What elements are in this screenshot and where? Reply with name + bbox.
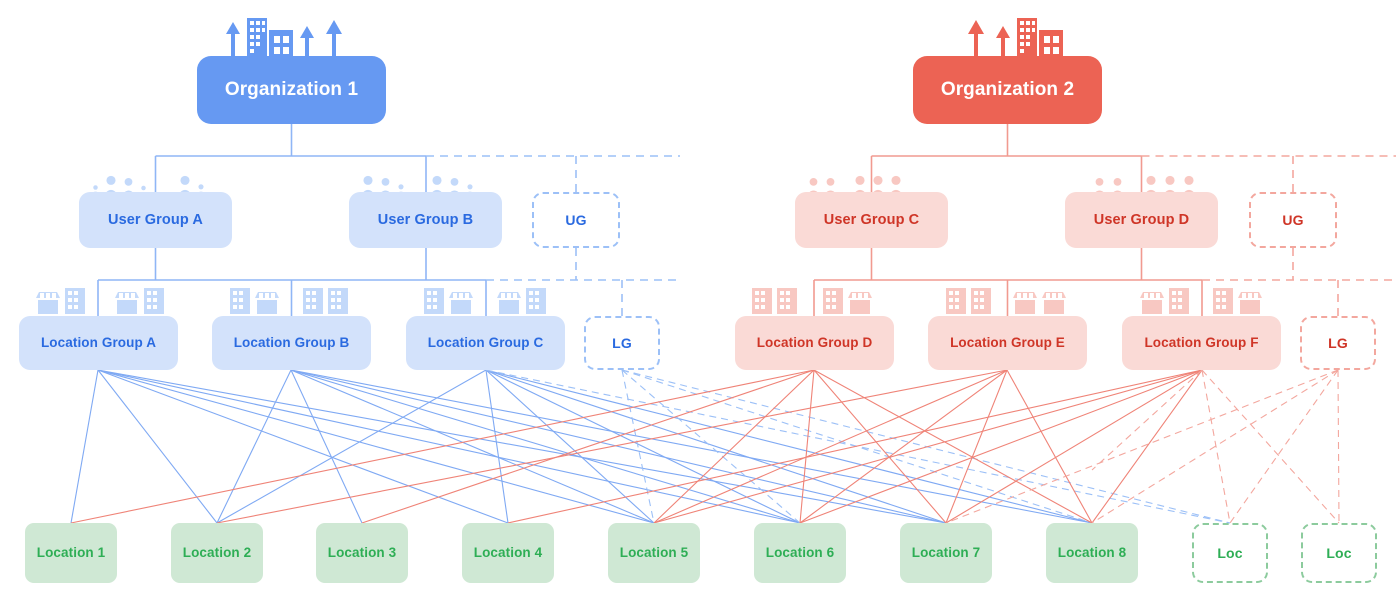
location-node-8[interactable]: Location 8: [1046, 523, 1138, 583]
location-group-node-a[interactable]: Location Group A: [19, 316, 178, 370]
location-group-placeholder-blue[interactable]: LG: [584, 316, 660, 370]
user-group-node-c[interactable]: User Group C: [795, 192, 948, 248]
location-placeholder-1[interactable]: Loc: [1192, 523, 1268, 583]
org2-ghost-connectors: [1141, 155, 1396, 316]
location-group-node-b[interactable]: Location Group B: [212, 316, 371, 370]
location-placeholder-2[interactable]: Loc: [1301, 523, 1377, 583]
location-node-3[interactable]: Location 3: [316, 523, 408, 583]
user-group-node-d[interactable]: User Group D: [1065, 192, 1218, 248]
user-group-node-a[interactable]: User Group A: [79, 192, 232, 248]
location-node-7[interactable]: Location 7: [900, 523, 992, 583]
mesh-red-dashed: [945, 369, 1340, 524]
user-group-placeholder-blue[interactable]: UG: [532, 192, 620, 248]
location-group-node-d[interactable]: Location Group D: [735, 316, 894, 370]
location-node-5[interactable]: Location 5: [608, 523, 700, 583]
mesh-red-solid: [70, 369, 1203, 524]
user-group-placeholder-red[interactable]: UG: [1249, 192, 1337, 248]
org2-tree-connectors: [813, 124, 1203, 316]
location-group-node-c[interactable]: Location Group C: [406, 316, 565, 370]
org-node-organization-2[interactable]: Organization 2: [913, 56, 1102, 124]
location-group-placeholder-red[interactable]: LG: [1300, 316, 1376, 370]
location-node-1[interactable]: Location 1: [25, 523, 117, 583]
location-node-4[interactable]: Location 4: [462, 523, 554, 583]
org-node-organization-1[interactable]: Organization 1: [197, 56, 386, 124]
user-group-node-b[interactable]: User Group B: [349, 192, 502, 248]
mesh-blue-solid: [70, 369, 1093, 524]
location-node-2[interactable]: Location 2: [171, 523, 263, 583]
location-node-6[interactable]: Location 6: [754, 523, 846, 583]
org1-tree-connectors: [97, 124, 487, 316]
org1-ghost-connectors: [426, 155, 680, 316]
location-group-node-e[interactable]: Location Group E: [928, 316, 1087, 370]
location-group-node-f[interactable]: Location Group F: [1122, 316, 1281, 370]
